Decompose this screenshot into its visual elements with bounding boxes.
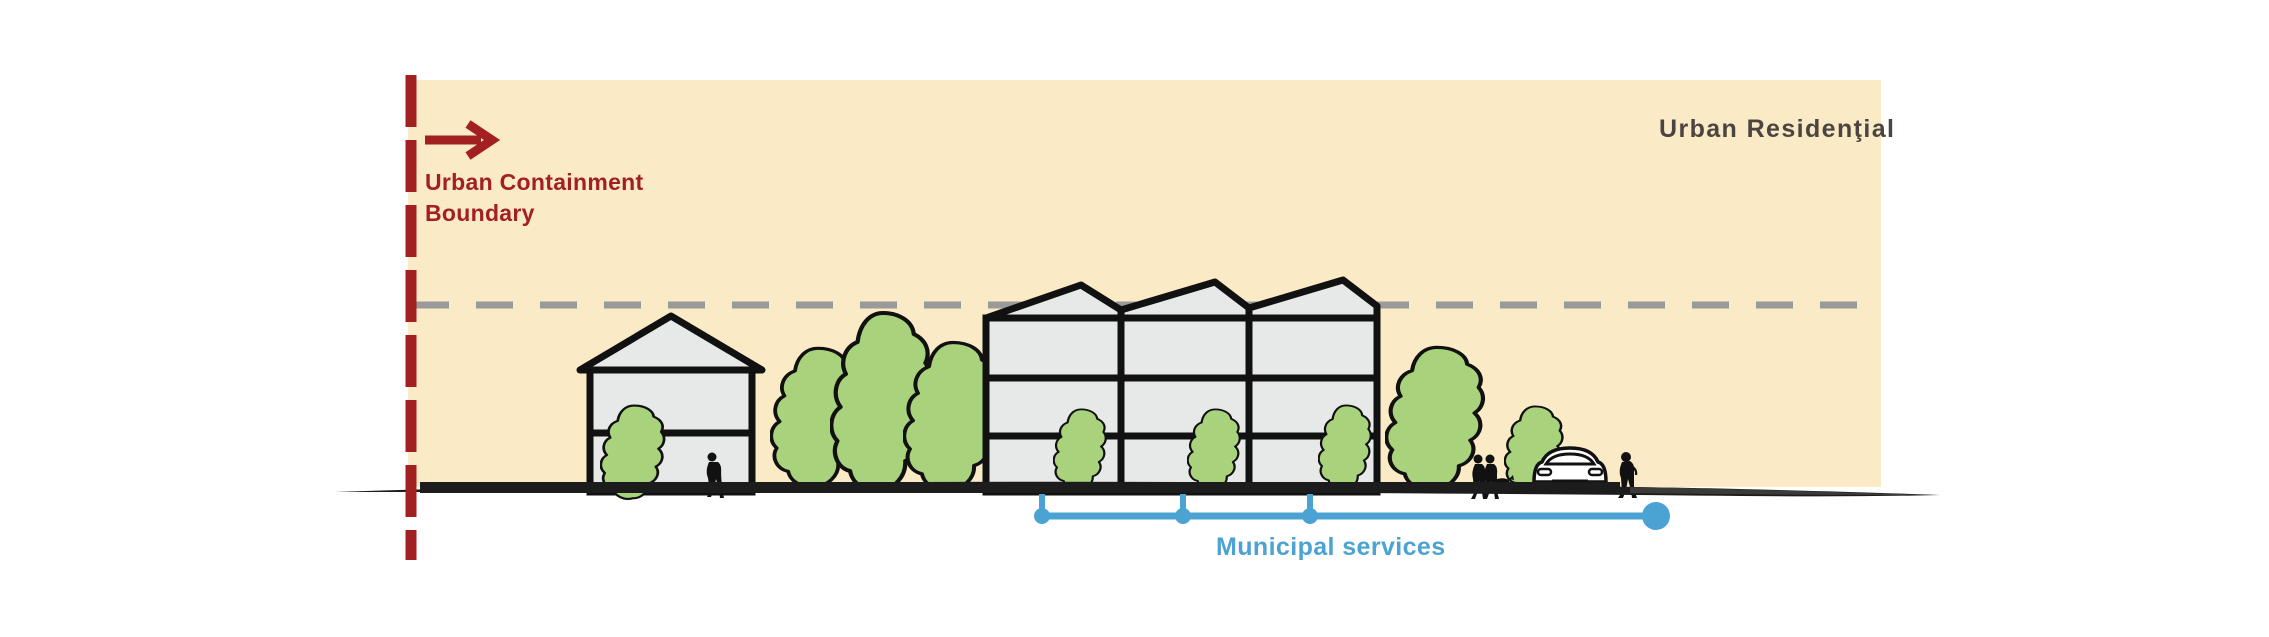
house-tree <box>600 404 666 501</box>
service-node-1 <box>1034 508 1050 524</box>
municipal-services-label: Municipal services <box>1216 533 1446 561</box>
street-tree-4 <box>1386 347 1483 492</box>
urban-containment-boundary-label: Urban Containment Boundary <box>425 169 644 227</box>
apartment-front-trees <box>1053 404 1372 492</box>
apartment-tree-1 <box>1053 408 1107 492</box>
urban-residential-label: Urban Residenţial <box>1659 115 1896 143</box>
service-terminal-node <box>1642 502 1670 530</box>
street-tree-2 <box>831 313 930 492</box>
direction-arrow-icon <box>425 120 501 160</box>
parked-car <box>1532 446 1608 484</box>
apartment-tree-2 <box>1187 408 1241 492</box>
municipal-services-line[interactable] <box>1034 494 1670 530</box>
street-tree-group-left <box>770 313 1000 492</box>
service-node-2 <box>1175 508 1191 524</box>
service-node-3 <box>1302 508 1318 524</box>
street-tree-3 <box>903 340 1000 492</box>
apartment-tree-3 <box>1318 404 1372 492</box>
street-tree-1 <box>770 346 863 492</box>
street-tree-5 <box>1504 405 1564 494</box>
ground-line <box>335 481 1940 497</box>
